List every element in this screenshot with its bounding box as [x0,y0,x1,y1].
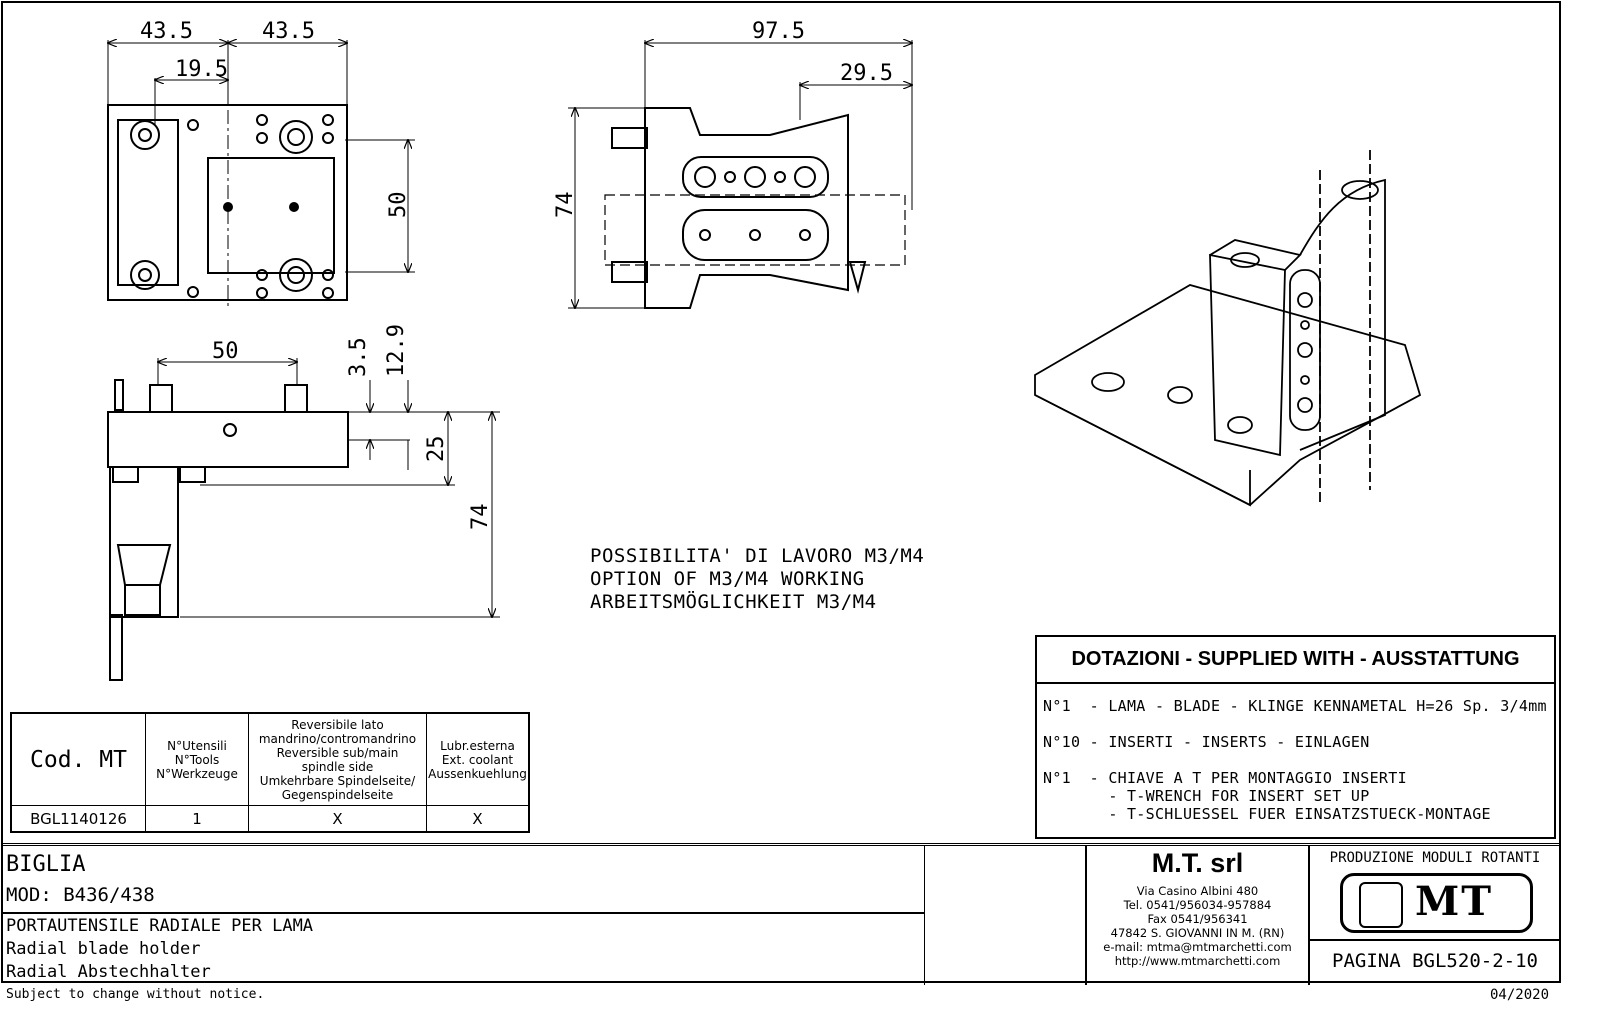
supplied-item-wrench-en: - T-WRENCH FOR INSERT SET UP [1043,787,1370,805]
company-address: Via Casino Albini 480 Tel. 0541/956034-9… [1087,884,1308,968]
address-website[interactable]: http://www.mtmarchetti.com [1114,954,1281,968]
spec-table: Cod. MT N°Utensili N°Tools N°Werkzeuge R… [10,712,530,833]
disclaimer: Subject to change without notice. [6,987,265,1002]
note-it: POSSIBILITA' DI LAVORO M3/M4 [590,545,925,567]
dim-top-w1: 43.5 [140,19,193,44]
isometric-view [1034,150,1422,507]
supplied-title: DOTAZIONI - SUPPLIED WITH - AUSSTATTUNG [1037,637,1554,684]
sheet-border [1,1,1561,983]
production-label: PRODUZIONE MODULI ROTANTI [1329,850,1541,866]
address-email[interactable]: e-mail: mtma@mtmarchetti.com [1103,940,1292,954]
dim-side-d1: 3.5 [346,337,371,377]
address-tel: Tel. 0541/956034-957884 [1123,898,1272,912]
model: MOD: B436/438 [6,884,155,906]
header-reversible: Reversibile lato mandrino/contromandrino… [249,714,427,806]
front-view [568,40,912,309]
header-coolant: Lubr.esterna Ext. coolant Aussenkuehlung [427,714,528,806]
mt-logo: MT [1340,873,1533,933]
supplied-item-inserts: N°10 - INSERTI - INSERTS - EINLAGEN [1043,733,1370,751]
page-code: PAGINA BGL520-2-10 [1332,950,1538,972]
dim-top-w2: 43.5 [262,19,315,44]
logo-text: MT [1415,878,1494,925]
address-city: 47842 S. GIOVANNI IN M. (RN) [1110,926,1285,940]
desc-de: Radial Abstechhalter [6,962,211,982]
dim-side-d4: 74 [468,504,493,531]
dim-front-width: 97.5 [752,19,805,44]
title-block: BIGLIA MOD: B436/438 PORTAUTENSILE RADIA… [2,843,1560,985]
address-fax: Fax 0541/956341 [1147,912,1248,926]
note-en: OPTION OF M3/M4 WORKING [590,568,865,590]
address-street: Via Casino Albini 480 [1136,884,1259,898]
top-view [107,40,415,310]
cell-tools: 1 [146,806,249,831]
supplied-with-box: DOTAZIONI - SUPPLIED WITH - AUSSTATTUNG … [1035,635,1556,839]
dim-side-d3: 25 [424,436,449,463]
cell-code: BGL1140126 [12,806,146,831]
desc-it: PORTAUTENSILE RADIALE PER LAMA [6,916,314,936]
dim-top-height: 50 [386,192,411,219]
supplied-item-wrench: N°1 - CHIAVE A T PER MONTAGGIO INSERTI [1043,769,1407,787]
dim-front-offset: 29.5 [840,61,893,86]
side-view [107,358,500,681]
note-de: ARBEITSMÖGLICHKEIT M3/M4 [590,591,877,613]
header-tools: N°Utensili N°Tools N°Werkzeuge [146,714,249,806]
working-notes: POSSIBILITA' DI LAVORO M3/M4 OPTION OF M… [590,545,924,614]
cell-reversible: X [249,806,427,831]
dim-side-spacing: 50 [212,339,239,364]
dim-front-height: 74 [553,192,578,219]
header-cod-mt: Cod. MT [12,714,146,806]
dim-side-d2: 12.9 [384,324,409,377]
supplied-item-wrench-de: - T-SCHLUESSEL FUER EINSATZSTUECK-MONTAG… [1043,805,1491,823]
drawing-date: 04/2020 [1490,987,1550,1003]
dim-top-offset: 19.5 [175,57,228,82]
cell-coolant: X [472,809,483,828]
desc-en: Radial blade holder [6,939,201,959]
supplied-item-blade: N°1 - LAMA - BLADE - KLINGE KENNAMETAL H… [1043,697,1547,715]
rotating-module-icon [1359,882,1403,928]
company-name: M.T. srl [1151,848,1244,878]
brand-name: BIGLIA [6,852,86,877]
